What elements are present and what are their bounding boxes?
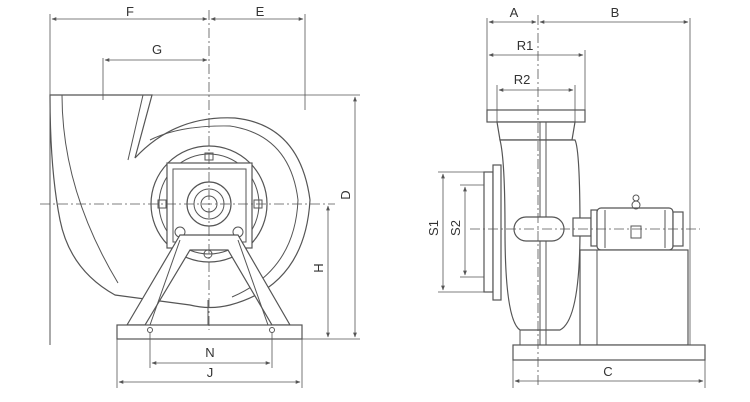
base-hole-right: [269, 327, 275, 333]
bolt-side-left: [157, 199, 167, 209]
base-hole-left: [147, 327, 153, 333]
label-A: A: [510, 5, 519, 20]
outlet-neck: [496, 121, 576, 141]
scroll-inner-line: [61, 94, 119, 284]
label-C: C: [603, 364, 612, 379]
label-R1: R1: [517, 38, 534, 53]
label-E: E: [256, 4, 265, 19]
label-H: H: [311, 263, 326, 272]
stand-bolt: [203, 249, 213, 259]
side-base-plate: [512, 344, 706, 361]
motor-lifting-eye-2: [632, 194, 640, 202]
motor-flange: [590, 209, 598, 247]
label-G: G: [152, 42, 162, 57]
inlet-flange-inner: [492, 164, 502, 301]
inlet-flange-outer: [483, 171, 494, 293]
stand-brace: [149, 239, 181, 326]
label-F: F: [126, 4, 134, 19]
label-B: B: [611, 5, 620, 20]
scroll-tongue: [127, 94, 144, 161]
stand-brace-2: [237, 239, 269, 326]
outlet-flange: [486, 109, 586, 123]
label-S2: S2: [448, 220, 463, 236]
label-J: J: [207, 365, 214, 380]
label-S1: S1: [426, 220, 441, 236]
coupling: [572, 217, 592, 237]
bolt-top: [204, 152, 214, 161]
motor-support: [579, 249, 689, 346]
label-N: N: [205, 345, 214, 360]
base-plate: [116, 324, 303, 340]
scroll-inner-curve: [149, 125, 299, 298]
front-view: F E G D H N J: [40, 4, 360, 388]
side-view: A B R1 R2 S1 S2 C: [426, 5, 706, 388]
motor-terminal-box: [630, 225, 642, 239]
label-R2: R2: [514, 72, 531, 87]
label-D: D: [338, 190, 353, 199]
bolt-side-right: [253, 199, 263, 209]
